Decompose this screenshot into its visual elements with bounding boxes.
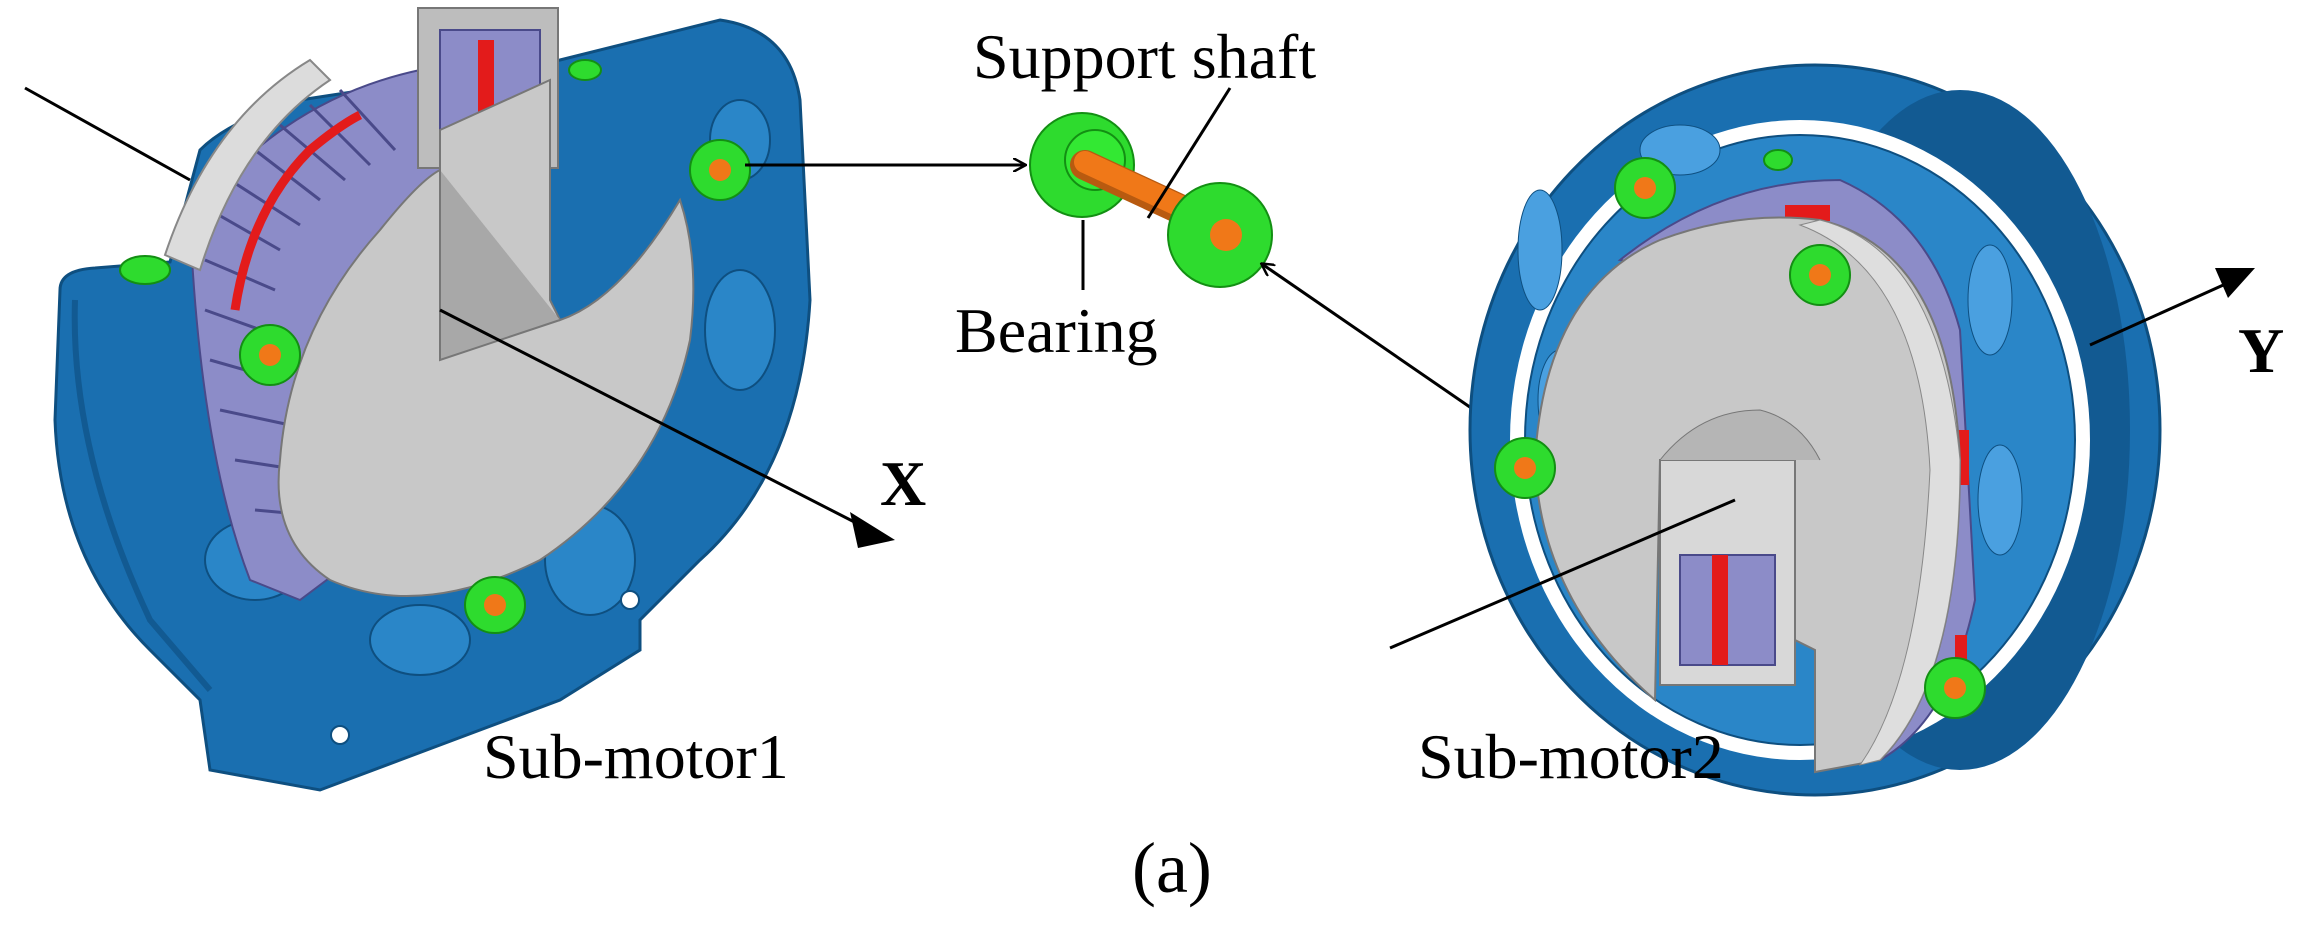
sub-motor1-magnet	[230, 110, 363, 311]
support-shaft-label: Support shaft	[973, 21, 1316, 92]
sub-motor2-bearings	[1494, 149, 1986, 719]
bearing-label: Bearing	[955, 295, 1158, 366]
sub-motor1-bearings	[119, 59, 751, 634]
panel-label: (a)	[1132, 828, 1212, 908]
x-axis-line	[439, 308, 871, 532]
y-axis-arrowhead	[2215, 268, 2255, 298]
y-axis-label: Y	[2238, 315, 2284, 386]
y-axis-line	[2089, 280, 2231, 347]
x-axis-label: X	[880, 448, 926, 519]
support-shaft-illustration	[1029, 87, 1273, 290]
sub-motor2-label: Sub-motor2	[1418, 721, 1724, 792]
x-axis-arrowhead	[850, 512, 895, 548]
sub-motor1-label: Sub-motor1	[483, 721, 789, 792]
sub-motor2-illustration	[1389, 63, 2255, 797]
sub-motor2-axis-line	[1389, 498, 1736, 650]
x-axis-line-back	[24, 86, 191, 182]
sub-motor1-illustration	[24, 7, 895, 792]
sub-motor2-rotor	[1533, 216, 1962, 774]
